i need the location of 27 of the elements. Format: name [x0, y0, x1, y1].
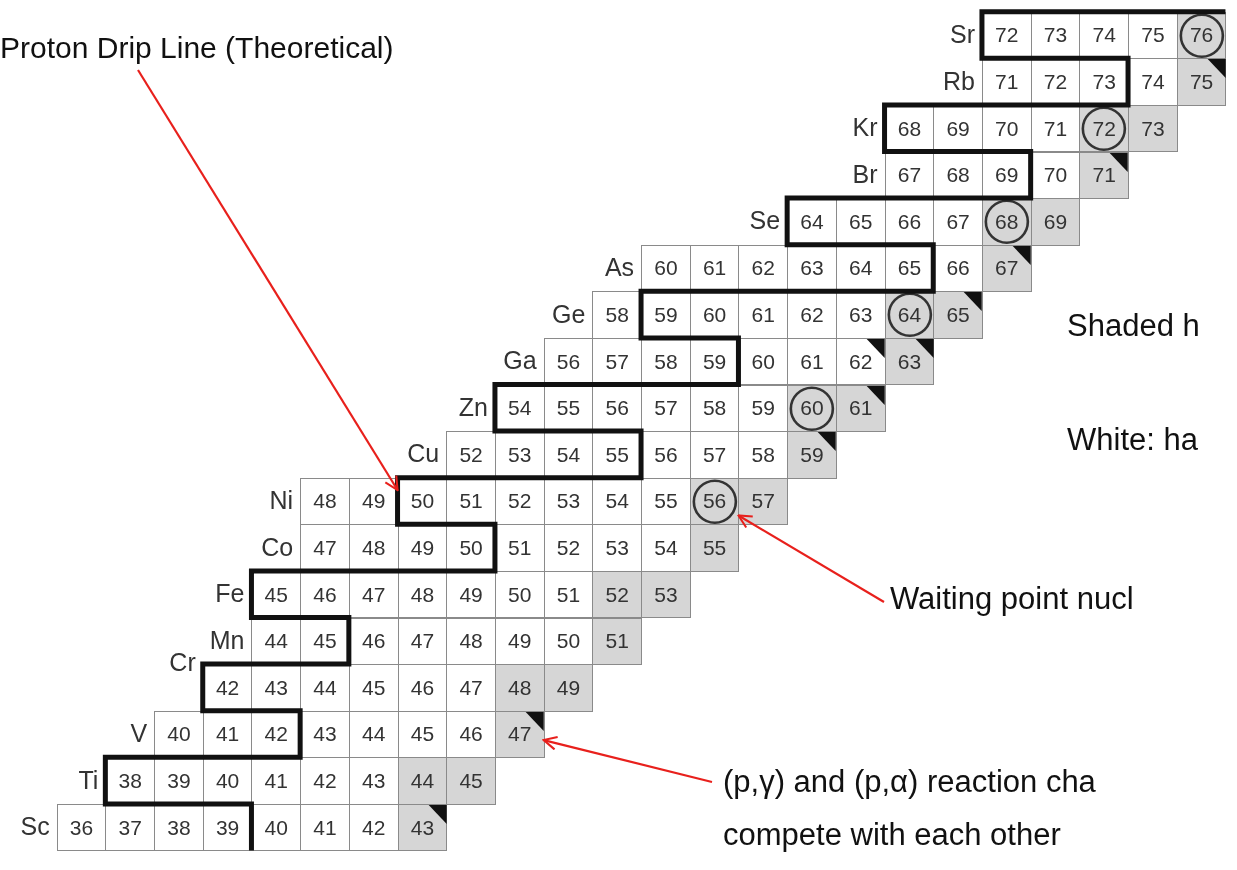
element-symbol: Ni	[269, 486, 294, 515]
note-text: Shaded h	[1067, 308, 1200, 344]
element-symbol: Cr	[169, 648, 196, 678]
leader-line	[737, 514, 885, 603]
callout-text: (p,γ) and (p,α) reaction cha compete with each other	[723, 755, 1183, 861]
element-symbol: Se	[749, 206, 781, 236]
element-symbol: Sr	[949, 20, 975, 49]
element-symbol: V	[130, 719, 148, 748]
leader-line	[542, 735, 713, 784]
element-symbol: Mn	[209, 625, 245, 655]
element-symbol: Kr	[852, 113, 878, 143]
nuclide-cell: 36	[56, 803, 107, 852]
callout-text: Waiting point nucl	[890, 580, 1230, 618]
element-symbol: Sc	[20, 812, 50, 842]
leader-line	[137, 69, 399, 492]
element-symbol: Br	[852, 159, 878, 189]
callout-text: Proton Drip Line (Theoretical)	[0, 30, 520, 66]
note-text: White: ha	[1067, 422, 1198, 458]
element-symbol: Fe	[215, 579, 245, 609]
element-symbol: Cu	[407, 439, 440, 469]
element-symbol: Co	[261, 532, 294, 562]
element-symbol: Rb	[943, 66, 975, 96]
element-symbol: Ga	[503, 346, 537, 376]
element-symbol: Ti	[78, 765, 99, 795]
element-symbol: Ge	[552, 299, 586, 329]
element-symbol: Zn	[458, 392, 488, 422]
element-symbol: As	[604, 253, 635, 282]
